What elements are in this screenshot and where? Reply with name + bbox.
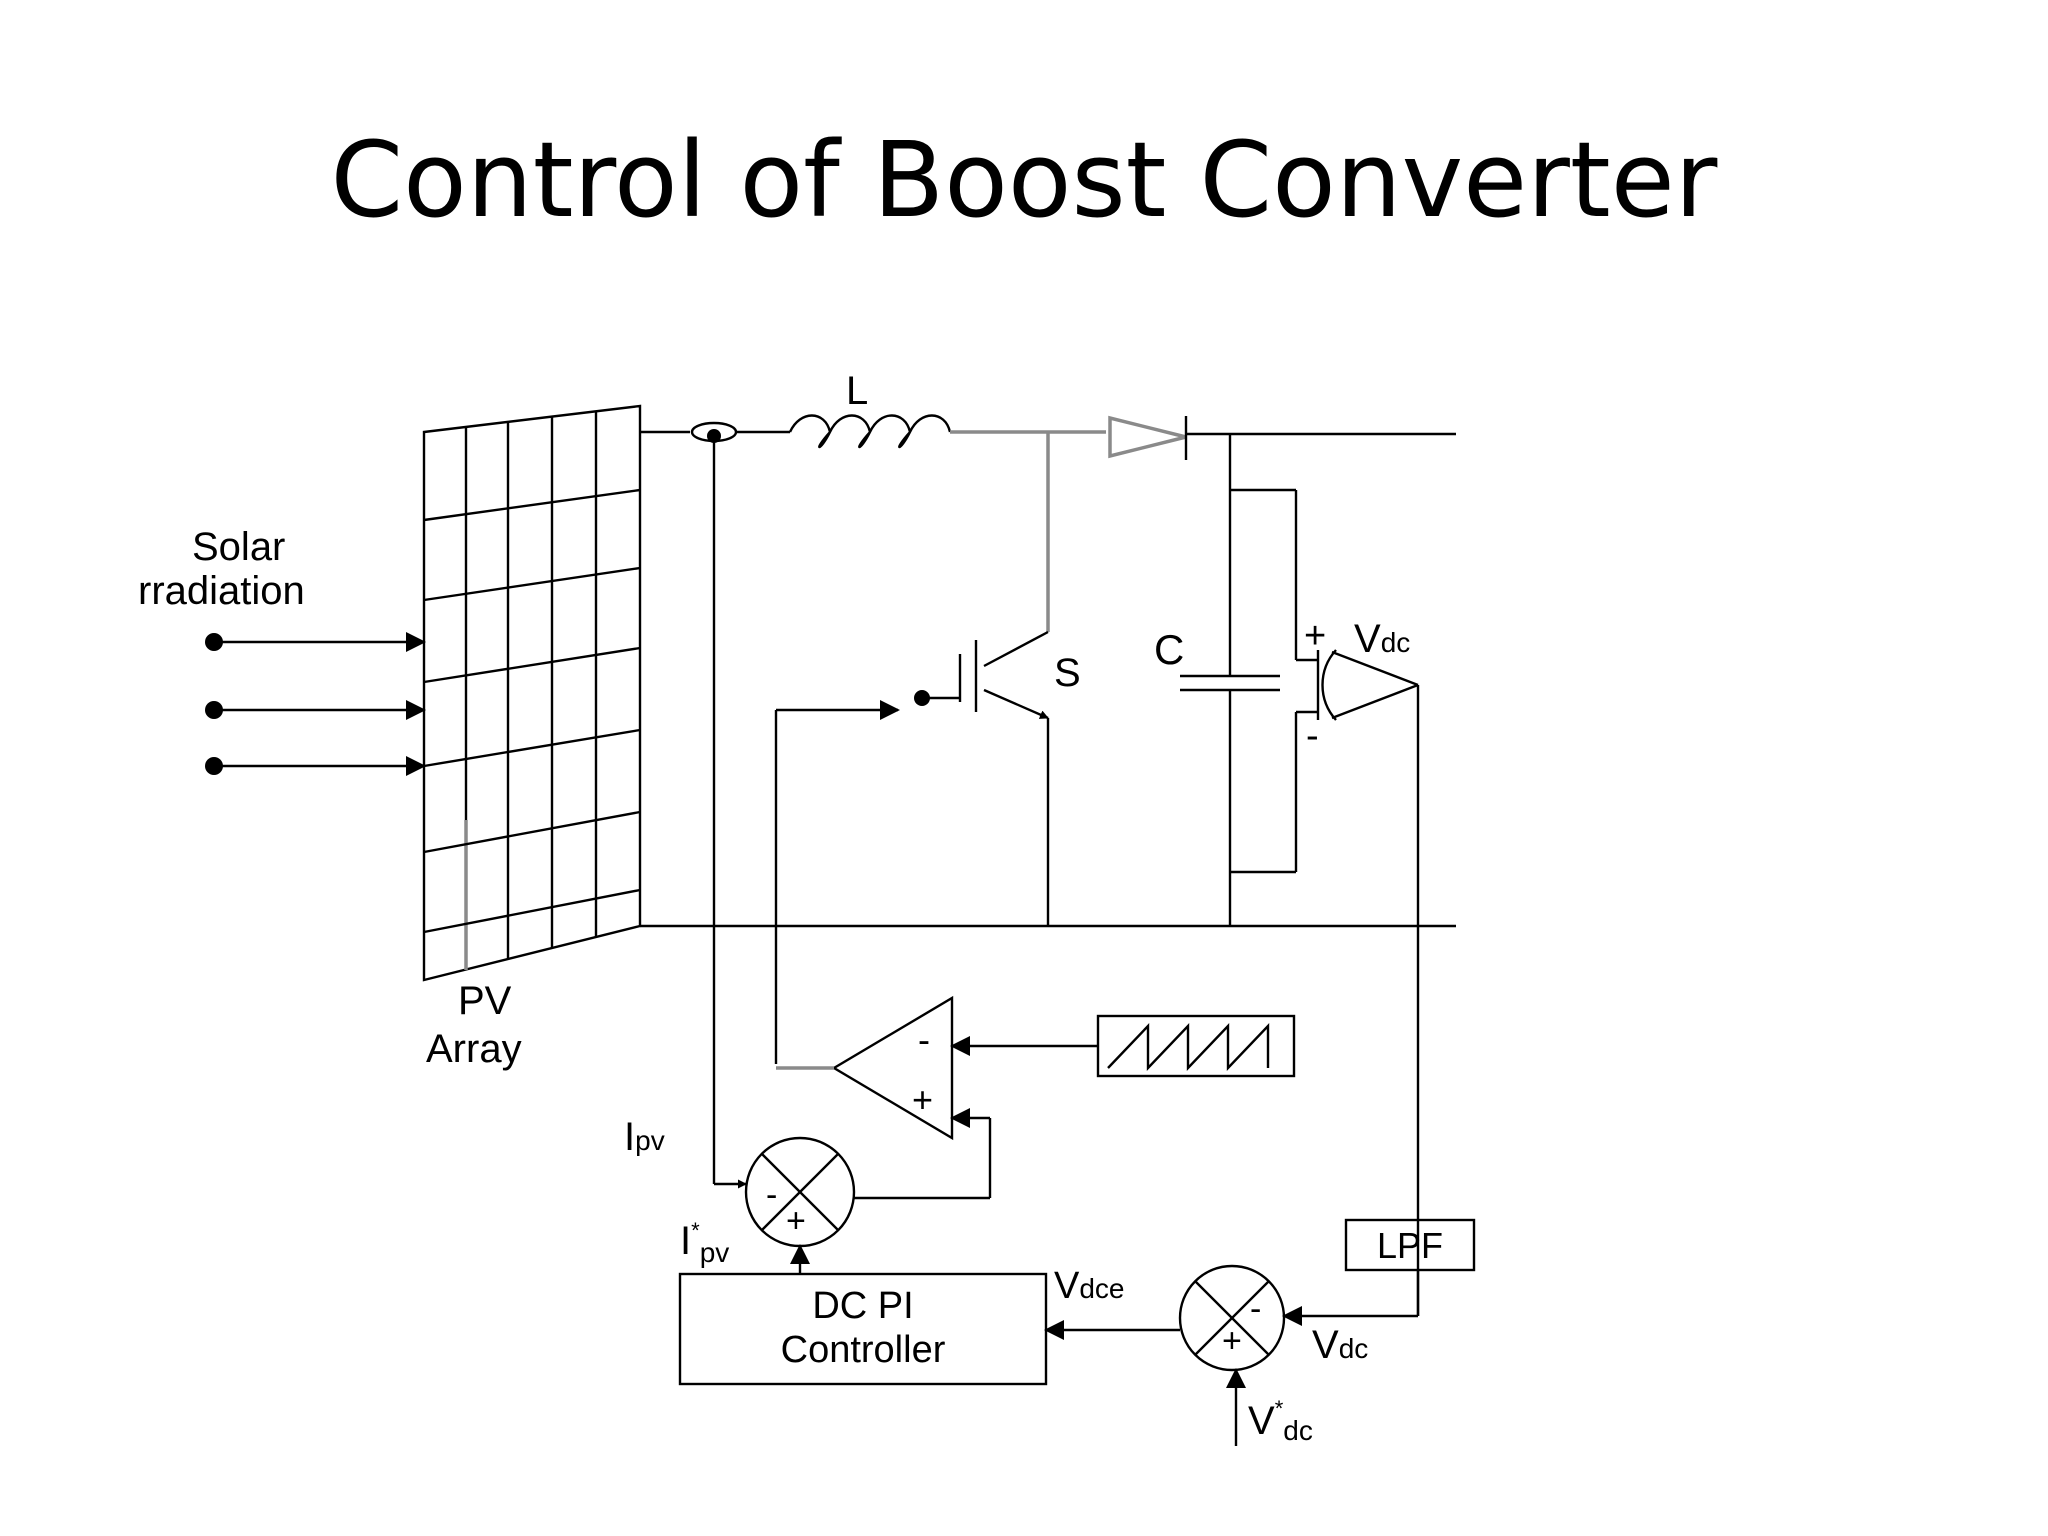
sum2-minus: - (1250, 1290, 1261, 1328)
vdc-ref-label: V*dc (1248, 1396, 1313, 1446)
solar-label-line2: rradiation (138, 569, 305, 613)
vdc-output-label: Vdc (1354, 617, 1410, 661)
inductor-label: L (846, 369, 868, 413)
output-capacitor (1180, 434, 1280, 926)
pv-array-panel (422, 404, 642, 982)
vdce-label: Vdce (1054, 1265, 1125, 1307)
sum1-plus: + (786, 1202, 806, 1240)
comparator (776, 995, 954, 1141)
comparator-minus: - (918, 1019, 930, 1060)
sum2-plus: + (1222, 1322, 1242, 1360)
sum1-minus: - (766, 1176, 777, 1214)
pi-controller-line2: Controller (781, 1329, 946, 1371)
pi-controller-line1: DC PI (812, 1285, 913, 1327)
switch-transistor (914, 432, 1050, 926)
solar-irradiation-arrows (205, 632, 426, 776)
switch-label: S (1054, 651, 1081, 695)
capacitor-label: C (1154, 626, 1184, 673)
slide-title: Control of Boost Converter (330, 119, 1718, 241)
lpf-block (1344, 1218, 1476, 1272)
vdc-minus-sign: - (1306, 715, 1319, 757)
solar-label-line1: Solar (192, 525, 285, 569)
pv-label-line1: PV (458, 979, 512, 1023)
diode (1108, 415, 1456, 460)
comparator-plus: + (912, 1079, 933, 1120)
vdc-sensor (1230, 488, 1420, 1316)
vdc-feedback-label: Vdc (1312, 1323, 1368, 1367)
ipv-ref-label: I*pv (680, 1218, 729, 1268)
pv-label-line2: Array (426, 1027, 522, 1071)
ipv-label: Ipv (624, 1115, 665, 1159)
inductor-coil (788, 414, 1106, 449)
vdc-plus-sign: + (1304, 615, 1326, 657)
lpf-label: LPF (1377, 1225, 1443, 1266)
sawtooth-generator (950, 1014, 1296, 1078)
